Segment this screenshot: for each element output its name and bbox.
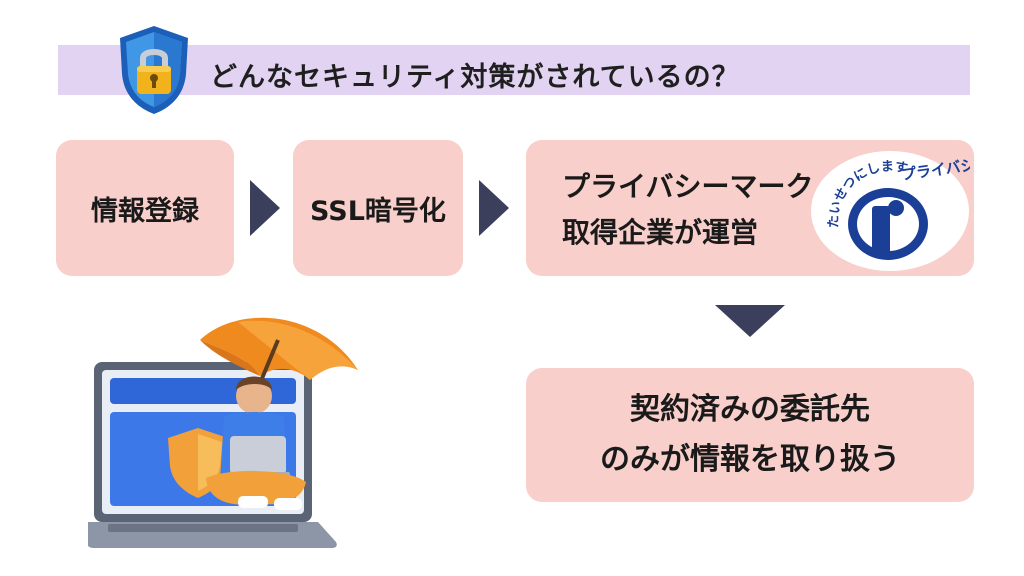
laptop-security-illustration: [88, 317, 358, 548]
header-banner: [58, 45, 970, 95]
step-label-line1: プライバシーマーク: [562, 170, 814, 203]
privacy-mark-logo: たいせつにします プライバシー: [811, 151, 970, 271]
arrow-down-icon: [715, 305, 785, 337]
arrow-right-icon: [479, 180, 509, 236]
step-info-registration: 情報登録: [56, 140, 234, 276]
step-text: 契約済みの委託先 のみが情報を取り扱う: [600, 385, 900, 485]
arrow-right-icon: [250, 180, 280, 236]
step-label: 情報登録: [91, 195, 199, 227]
step-contracted-contractors: 契約済みの委託先 のみが情報を取り扱う: [526, 368, 974, 502]
step-ssl-encryption: SSL暗号化: [293, 140, 463, 276]
step-text: プライバシーマーク 取得企業が運営: [562, 164, 813, 256]
step-label: SSL暗号化: [310, 195, 446, 227]
step-label-line2: 取得企業が運営: [562, 216, 759, 249]
page-title: どんなセキュリティ対策がされているの？: [210, 62, 740, 93]
step-label-line1: 契約済みの委託先: [630, 392, 870, 427]
step-label-line2: のみが情報を取り扱う: [600, 442, 900, 477]
shield-lock-icon: [120, 26, 188, 114]
